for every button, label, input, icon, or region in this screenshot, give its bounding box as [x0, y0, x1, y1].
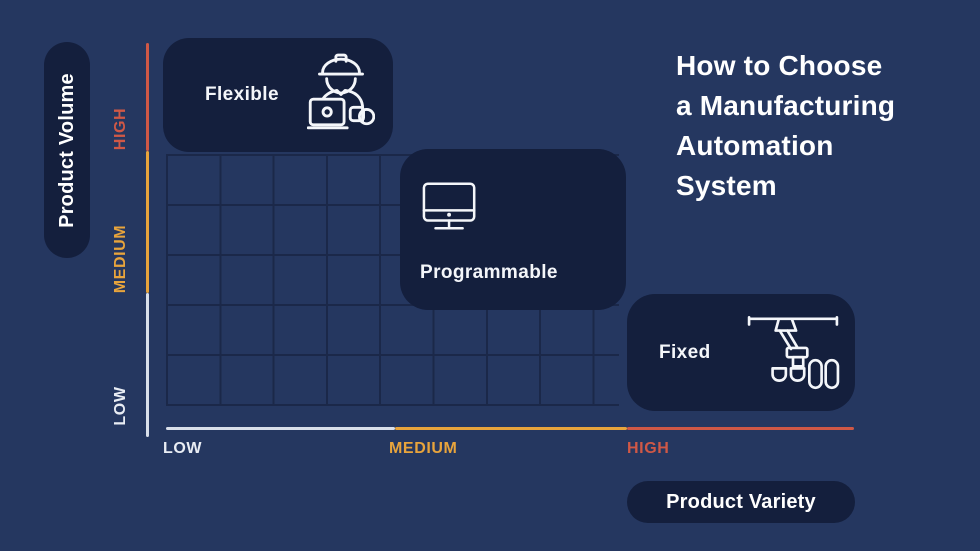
y-axis-label-pill: Product Volume: [44, 42, 90, 258]
desktop-monitor-icon: [422, 181, 480, 233]
y-axis-segment-high: [146, 43, 149, 151]
robot-arm-icon: [745, 307, 841, 393]
x-axis-label: Product Variety: [666, 490, 816, 513]
y-axis-label: Product Volume: [55, 72, 78, 228]
system-card-fixed: Fixed: [627, 294, 855, 411]
construction-worker-icon: [307, 52, 375, 134]
x-axis-segment-medium: [395, 427, 627, 430]
system-card-programmable: Programmable: [400, 149, 626, 310]
system-card-flexible: Flexible: [163, 38, 393, 152]
system-label-programmable: Programmable: [420, 262, 558, 283]
x-axis-segment-high: [627, 427, 854, 430]
page-title: How to Choose a Manufacturing Automation…: [676, 50, 896, 201]
y-tick-low: LOW: [112, 386, 129, 426]
y-axis-segment-medium: [146, 151, 149, 293]
x-tick-low: LOW: [163, 440, 203, 457]
y-tick-medium: MEDIUM: [112, 224, 129, 294]
y-tick-high: HIGH: [112, 107, 129, 151]
x-axis-label-pill: Product Variety: [627, 481, 855, 523]
x-axis-segment-low: [166, 427, 395, 430]
system-label-fixed: Fixed: [659, 341, 711, 363]
x-tick-high: HIGH: [627, 440, 670, 457]
x-tick-medium: MEDIUM: [389, 440, 458, 457]
system-label-flexible: Flexible: [205, 84, 279, 105]
y-axis-segment-low: [146, 293, 149, 437]
